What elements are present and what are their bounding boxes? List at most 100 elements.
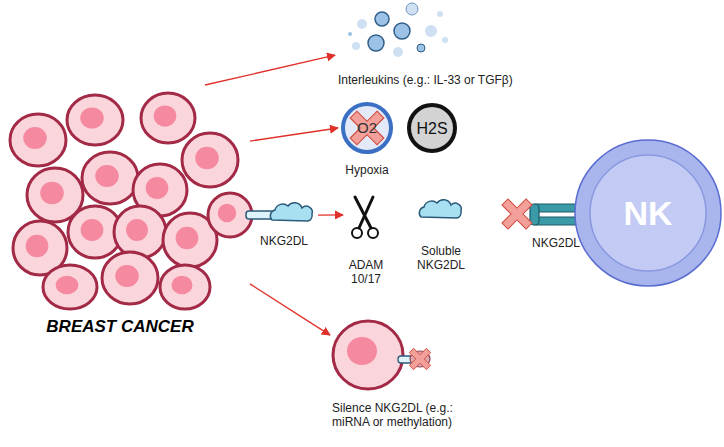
- cell-membrane: [160, 265, 210, 309]
- node-box: BREAST CANCER: [0, 85, 250, 340]
- cross-mark: [493, 190, 541, 238]
- tumour-cell: [68, 206, 122, 258]
- tumour-cell: [133, 164, 187, 216]
- cell-membrane: [13, 221, 67, 275]
- nk-cell-outer: [575, 140, 721, 286]
- red-arrow: [318, 214, 343, 215]
- cell-membrane: [67, 95, 123, 145]
- node-box: ADAM 10/17: [343, 195, 389, 290]
- cell-nucleus: [26, 235, 49, 258]
- cross-mark: [403, 342, 437, 376]
- cytokine-dot: [425, 25, 437, 37]
- node-box: NK: [575, 140, 721, 286]
- node-text: NK: [575, 193, 721, 234]
- node-text: Interleukins (e.g.: IL-33 or TGFβ): [338, 73, 593, 87]
- cell-nucleus: [40, 182, 64, 205]
- node-text: H2S: [407, 119, 457, 138]
- tumour-cell: [208, 193, 252, 237]
- node-text: Silence NKG2DL (e.g.: miRNA or methylati…: [332, 401, 482, 429]
- red-arrow: [205, 55, 335, 85]
- interleukin-dots: [348, 3, 448, 57]
- node-text: NKG2DL: [250, 234, 318, 248]
- node-text: BREAST CANCER: [0, 317, 240, 337]
- cell-nucleus: [81, 219, 104, 241]
- cell-nucleus: [95, 165, 119, 187]
- cell-nucleus: [126, 219, 148, 241]
- cell-nucleus: [154, 106, 177, 127]
- cytokine-dot: [352, 42, 360, 50]
- cell-membrane: [208, 193, 252, 237]
- scissor-blade: [359, 197, 373, 228]
- node-text: ADAM 10/17: [343, 258, 389, 286]
- cell-membrane: [68, 206, 122, 258]
- cell-membrane: [27, 168, 83, 222]
- cytokine-dot: [437, 11, 443, 17]
- scissors-symbol: [352, 197, 378, 238]
- ligand-stalk: [398, 356, 414, 363]
- tumour-cell: [163, 213, 217, 267]
- cell-membrane: [82, 152, 138, 204]
- scissor-ring: [352, 228, 362, 238]
- tumour-cell: [43, 265, 97, 309]
- cytokine-dot: [406, 3, 418, 15]
- tumour-cell: [182, 133, 238, 187]
- cell-cluster: [10, 93, 252, 309]
- receptor-bar: [532, 204, 582, 212]
- tumour-cell: [141, 93, 195, 143]
- node-text: Soluble NKG2DL: [410, 244, 472, 272]
- tumour-cell: [67, 95, 123, 145]
- ligand-cloud: [270, 203, 312, 221]
- node-box: H2S: [407, 104, 457, 152]
- tumour-cell: [114, 206, 166, 258]
- cell-membrane: [141, 93, 195, 143]
- cytokine-dot: [375, 12, 389, 26]
- node-text: O2: [338, 119, 396, 137]
- cytokine-dot: [348, 32, 352, 36]
- silenced-ligand: [410, 351, 430, 367]
- scissor-blade: [355, 197, 371, 228]
- node-text: Hypoxia: [338, 163, 396, 177]
- cell-membrane: [43, 265, 97, 309]
- red-arrow: [250, 128, 338, 141]
- ligand-stalk: [246, 211, 274, 219]
- cell-membrane: [133, 164, 187, 216]
- red-arrow: [250, 284, 330, 335]
- tumour-cell: [82, 152, 138, 204]
- node-box: Interleukins (e.g.: IL-33 or TGFβ): [335, 0, 595, 92]
- cytokine-dot: [368, 35, 384, 51]
- cell-membrane: [182, 133, 238, 187]
- tumour-cell: [333, 321, 403, 389]
- cell-nucleus: [80, 108, 104, 129]
- tumour-cell: [102, 252, 158, 304]
- tumour-cell: [160, 265, 210, 309]
- cell-nucleus: [23, 127, 47, 149]
- soluble-ligand: [419, 200, 461, 218]
- node-box: NKG2DL: [250, 203, 318, 248]
- receptor-bar: [532, 217, 582, 225]
- cell-nucleus: [195, 147, 219, 170]
- cell-nucleus: [146, 177, 169, 199]
- cytokine-dot: [393, 47, 403, 57]
- receptor-joint: [530, 204, 539, 225]
- tumour-cell: [27, 168, 83, 222]
- cytokine-dot: [357, 19, 367, 29]
- tumour-cell: [13, 221, 67, 275]
- cell-nucleus: [218, 204, 236, 222]
- scissor-ring: [368, 228, 378, 238]
- node-box: Silence NKG2DL (e.g.: miRNA or methylati…: [330, 318, 500, 440]
- cell-membrane: [114, 206, 166, 258]
- cell-nucleus: [56, 276, 79, 294]
- cell-nucleus: [347, 337, 377, 365]
- cytokine-dot: [394, 23, 410, 39]
- cell-membrane: [102, 252, 158, 304]
- node-box: O2Hypoxia: [338, 102, 396, 182]
- cell-membrane: [10, 114, 66, 166]
- node-box: Soluble NKG2DL: [410, 198, 472, 273]
- cytokine-dot: [417, 44, 425, 52]
- cytokine-dot: [442, 37, 448, 43]
- cell-nucleus: [115, 265, 139, 287]
- tumour-cell: [10, 114, 66, 166]
